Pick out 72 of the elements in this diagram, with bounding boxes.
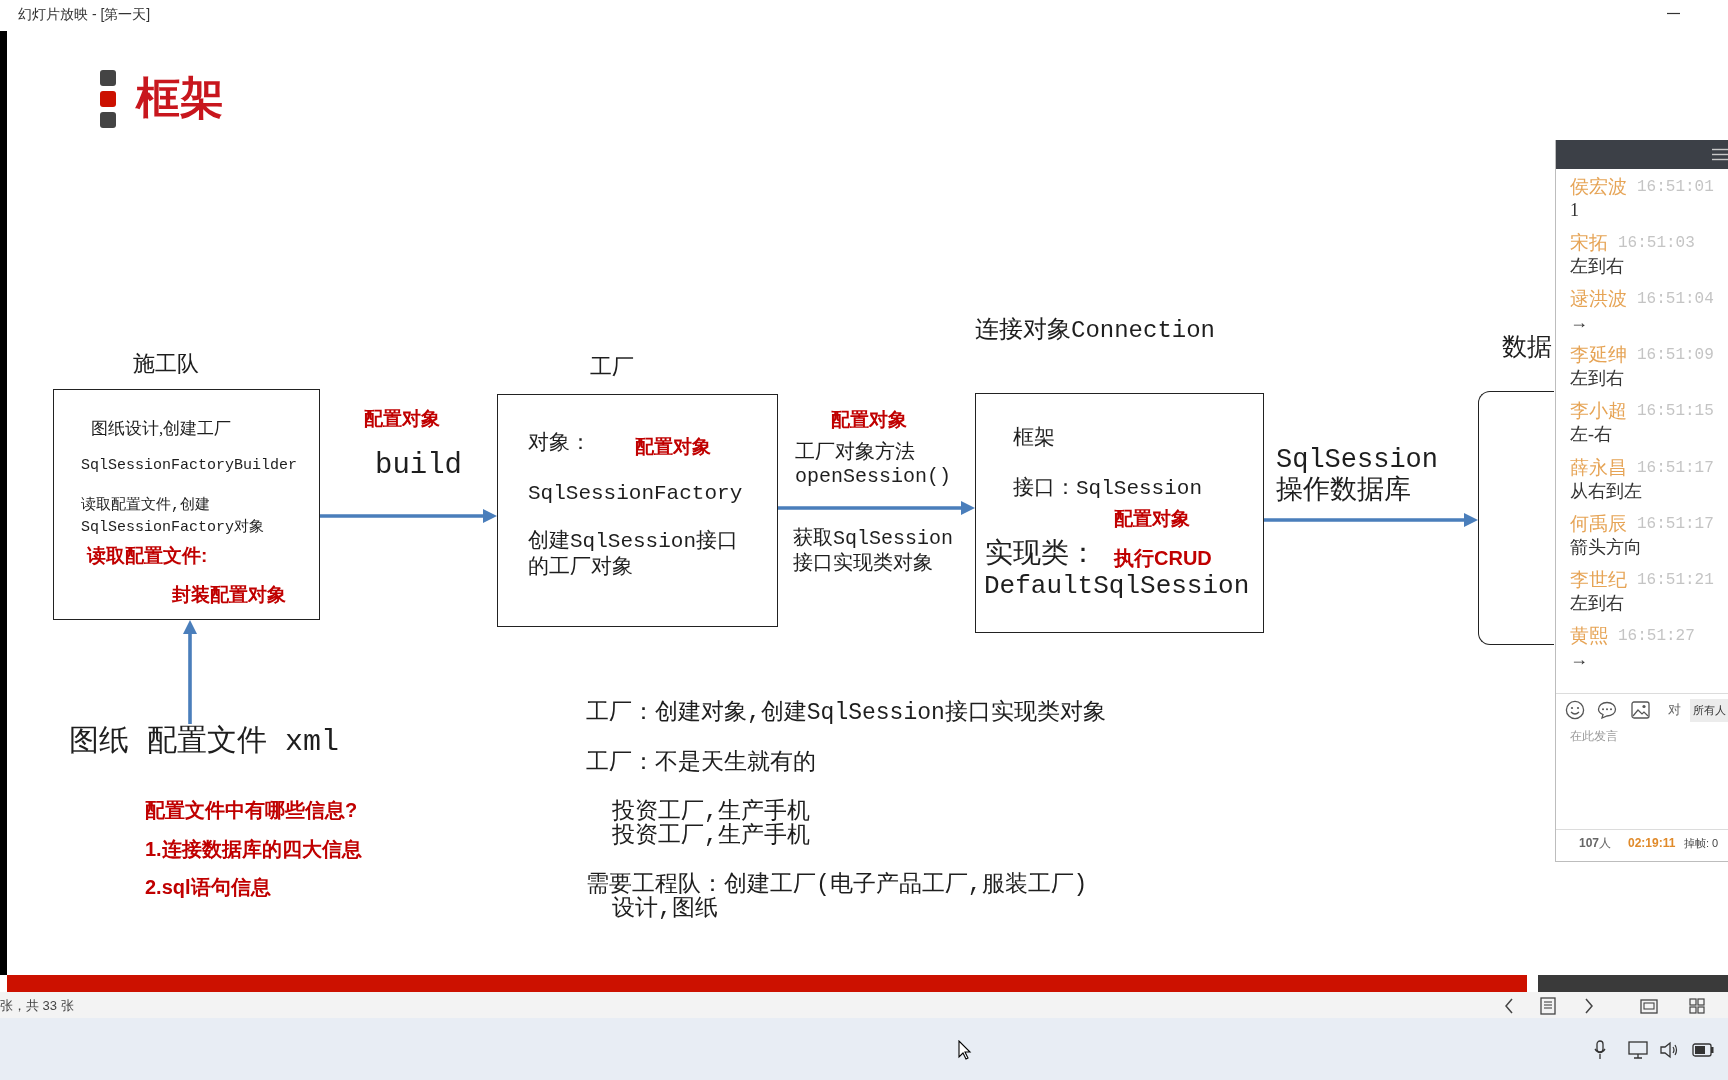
highlight-text: 1.连接数据库的四大信息: [145, 837, 362, 861]
box-text: SqlSessionFactory: [528, 481, 743, 507]
chat-username: 李世纪: [1570, 568, 1627, 592]
chat-message: 1: [1570, 200, 1579, 222]
chat-message: 箭头方向: [1570, 536, 1642, 559]
chat-username: 何禹辰: [1570, 512, 1627, 536]
note-text: 投资工厂,生产手机: [612, 800, 810, 824]
chat-username: 李小超: [1570, 400, 1627, 424]
box-heading: 数据: [1502, 332, 1552, 362]
window-title: 幻灯片放映 - [第一天]: [18, 6, 151, 23]
box-text: 图纸设计,创建工厂: [91, 419, 232, 440]
highlight-text: 2.sql语句信息: [145, 875, 271, 899]
note-text: 需要工程队：创建工厂(电子产品工厂,服装工厂): [586, 873, 1088, 897]
chat-message: →: [1570, 312, 1588, 334]
chat-username: 薛永昌: [1570, 456, 1627, 480]
chat-message: 左到右: [1570, 592, 1624, 615]
annotation-text: 获取SqlSession接口实现类对象: [793, 526, 955, 576]
box-text: 对象：: [528, 430, 591, 456]
recipient-label: 对: [1668, 702, 1681, 718]
chat-message: 左到右: [1570, 256, 1624, 278]
chat-message: 左到右: [1570, 368, 1624, 390]
chat-message: 从右到左: [1570, 480, 1642, 503]
arrow: [182, 620, 198, 724]
note-text: 设计,图纸: [612, 897, 718, 921]
box-text: 创建SqlSession接口的工厂对象: [528, 529, 740, 581]
chat-timestamp: 16:51:27: [1618, 626, 1695, 646]
highlight-text: 配置对象: [364, 408, 440, 431]
source-label: 图纸 配置文件 xml: [69, 724, 339, 760]
box-heading: 连接对象Connection: [975, 317, 1216, 346]
chat-message: 左-右: [1570, 424, 1612, 446]
highlight-text: 执行CRUD: [1114, 546, 1212, 570]
highlight-text: 配置对象: [635, 436, 711, 459]
chat-message: →: [1570, 648, 1588, 671]
chat-timestamp: 16:51:21: [1637, 570, 1714, 590]
box-text: SqlSessionFactoryBuilder: [81, 457, 298, 475]
highlight-text: 封装配置对象: [172, 584, 286, 607]
box-heading: 施工队: [133, 351, 199, 378]
viewer-count: 107人: [1579, 836, 1612, 851]
box-text: 读取配置文件,创建SqlSessionFactory对象: [81, 495, 266, 538]
frame-drop-text: 掉帧: 0: [1684, 837, 1719, 851]
highlight-text: 配置对象: [831, 409, 907, 432]
chat-timestamp: 16:51:04: [1637, 290, 1714, 310]
chat-username: 李延绅: [1570, 344, 1627, 368]
box-text: DefaultSqlSession: [984, 571, 1250, 603]
chat-username: 宋拓: [1570, 232, 1608, 255]
chat-timestamp: 16:51:01: [1637, 178, 1714, 198]
recipient-dropdown: 所有人: [1690, 699, 1728, 722]
note-text: 投资工厂,生产手机: [612, 824, 810, 848]
arrow: [1264, 512, 1478, 528]
highlight-text: 读取配置文件:: [87, 545, 208, 568]
chat-timestamp: 16:51:17: [1637, 514, 1714, 534]
box-heading: 工厂: [590, 354, 634, 381]
chat-timestamp: 16:51:03: [1618, 234, 1695, 254]
arrow: [320, 508, 497, 524]
arrow: [778, 500, 975, 516]
chat-timestamp: 16:51:17: [1637, 458, 1714, 478]
box-text: 框架: [1013, 425, 1055, 451]
chat-username: 侯宏波: [1570, 176, 1627, 199]
highlight-text: 配置文件中有哪些信息?: [145, 798, 358, 822]
note-text: 工厂：不是天生就有的: [586, 750, 816, 778]
slide-counter: 张，共 33 张: [0, 998, 74, 1014]
slide-title: 框架: [136, 72, 224, 124]
box-text: 实现类：: [985, 538, 1097, 572]
chat-timestamp: 16:51:15: [1637, 402, 1714, 422]
note-text: 工厂：创建对象,创建SqlSession接口实现类对象: [586, 700, 1106, 728]
message-input-field: 在此发言: [1560, 726, 1726, 824]
duration-text: 02:19:11: [1628, 836, 1676, 851]
box-text: 接口：SqlSession: [1013, 476, 1203, 502]
chat-timestamp: 16:51:09: [1637, 346, 1714, 366]
chat-username: 逯洪波: [1570, 288, 1627, 311]
chat-username: 黄熙: [1570, 624, 1608, 648]
highlight-text: 配置对象: [1114, 508, 1190, 531]
